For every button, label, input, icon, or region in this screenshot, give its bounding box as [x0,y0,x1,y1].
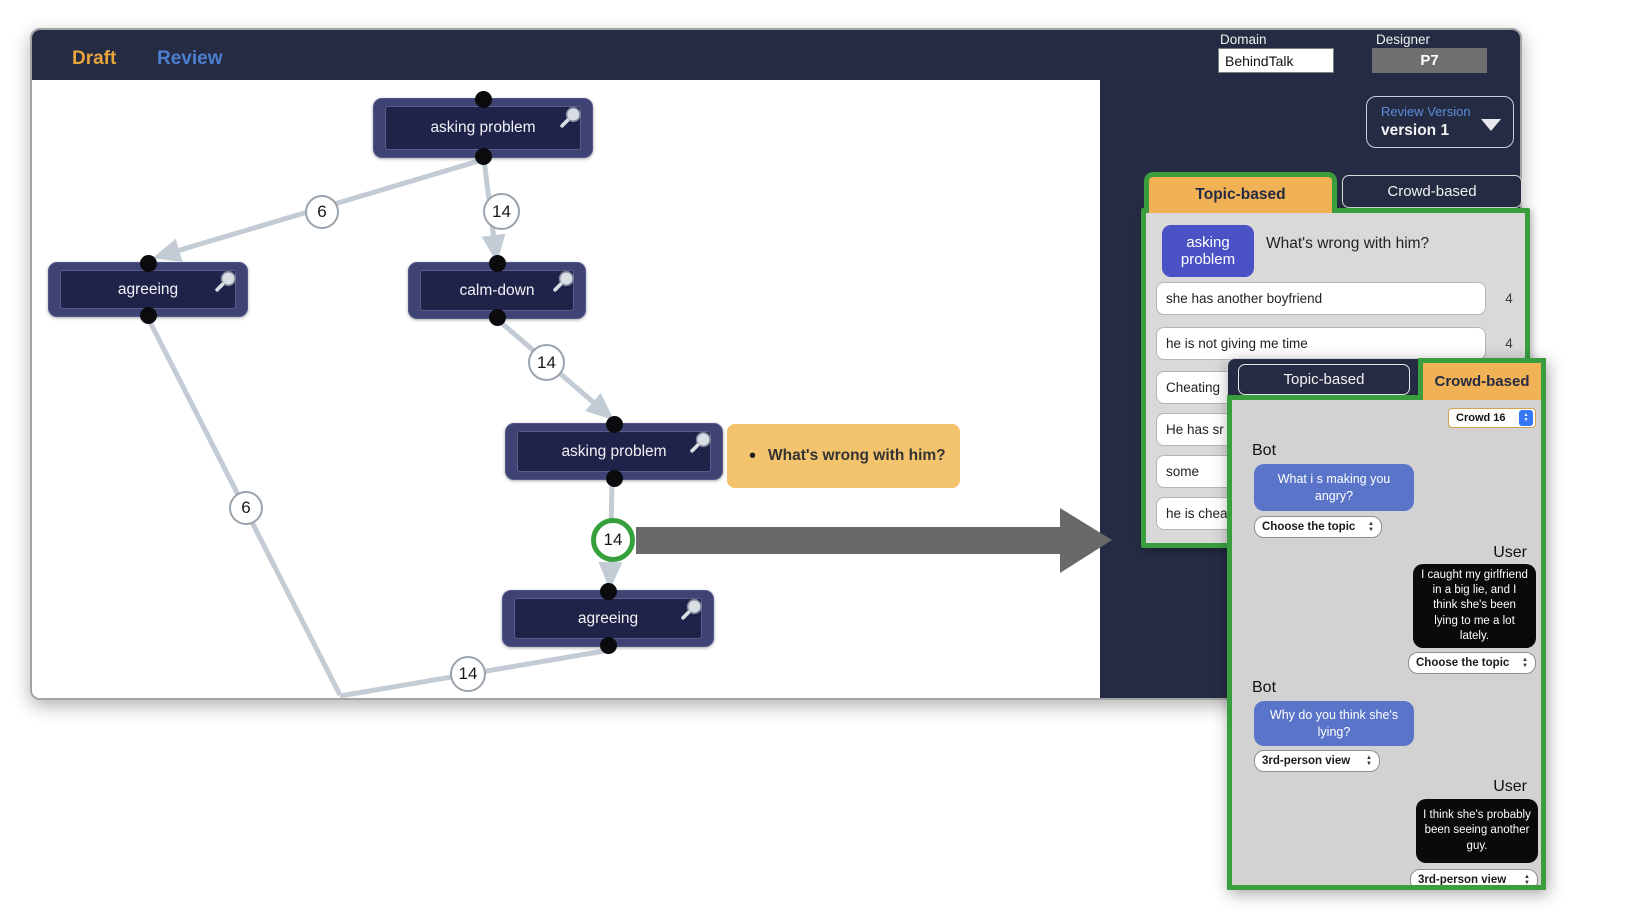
magnifier-icon[interactable] [550,269,577,296]
edge-count-label-selected[interactable]: 14 [591,518,635,562]
graph-node-asking-problem-1[interactable]: asking problem [373,91,593,165]
review-version-dropdown[interactable]: Review Version version 1 [1366,96,1514,148]
node-port-bottom[interactable] [139,307,157,324]
tab-draft[interactable]: Draft [72,48,117,69]
stepper-icon [1366,755,1372,767]
graph-node-agreeing-1[interactable]: agreeing [48,255,248,324]
edge-count-label[interactable]: 14 [483,193,520,230]
view-select-value: 3rd-person view [1418,874,1507,886]
node-body: asking problem [517,431,711,472]
edge-count-label[interactable]: 6 [305,195,339,229]
user-message: I caught my girlfriend in a big lie, and… [1413,564,1536,648]
intent-chip[interactable]: asking problem [1162,225,1254,277]
node-body: asking problem [385,106,581,150]
tab-review[interactable]: Review [157,48,223,69]
user-message: I think she's probably been seeing anoth… [1416,799,1538,863]
answer-row[interactable]: she has another boyfriend [1156,282,1486,315]
graph-node-calm-down[interactable]: calm-down [408,255,586,326]
edge-count-label[interactable]: 6 [229,491,263,525]
node-port-top[interactable] [605,416,623,433]
crowd-panel-body: Crowd 16 Bot What i s making you angry? … [1227,395,1546,890]
bullet-icon [749,445,768,468]
node-label: agreeing [577,609,639,627]
tab-topic-based[interactable]: Topic-based [1144,172,1337,213]
node-body: agreeing [60,270,236,309]
stepper-icon [1522,657,1528,669]
stepper-icon [1524,874,1530,885]
magnifier-icon[interactable] [557,105,584,132]
role-label-user: User [1493,544,1527,561]
node-label: agreeing [117,280,179,298]
tooltip-text: What's wrong with him? [768,447,946,464]
answer-count: 4 [1505,291,1513,306]
magnifier-icon[interactable] [212,269,239,296]
magnifier-icon[interactable] [687,430,714,457]
review-version-value: version 1 [1381,122,1450,139]
node-label: asking problem [561,442,667,460]
role-label-bot: Bot [1252,442,1277,459]
designer-label: Designer [1376,32,1431,47]
tab-crowd-based[interactable]: Crowd-based [1342,175,1522,208]
node-port-top[interactable] [488,255,506,272]
domain-input[interactable] [1218,48,1334,73]
utterance-tooltip: What's wrong with him? [727,424,960,488]
topic-select-value: Choose the topic [1416,657,1510,669]
node-port-top[interactable] [139,255,157,272]
graph-node-agreeing-2[interactable]: agreeing [502,583,714,654]
bot-message: What i s making you angry? [1254,464,1414,511]
crowd-select[interactable]: Crowd 16 [1448,408,1536,428]
top-nav: Draft Review Domain Designer P7 [32,30,1520,80]
tab-topic-based[interactable]: Topic-based [1238,364,1410,395]
edge-count-label[interactable]: 14 [450,656,486,692]
crowd-based-panel: Topic-based Crowd-based Crowd 16 Bot Wha… [1227,358,1546,890]
answer-count: 4 [1505,336,1513,351]
node-port-top[interactable] [599,583,617,600]
bot-message: Why do you think she's lying? [1254,701,1414,746]
stepper-icon [1368,521,1374,533]
designer-value: P7 [1372,48,1487,73]
node-body: calm-down [420,270,574,311]
node-body: agreeing [514,598,702,639]
topic-select[interactable]: Choose the topic [1254,516,1382,538]
node-port-top[interactable] [474,91,492,108]
topic-select-value: Choose the topic [1262,521,1356,533]
crowd-select-value: Crowd 16 [1456,412,1506,424]
view-select[interactable]: 3rd-person view [1254,750,1380,772]
role-label-user: User [1493,778,1527,795]
question-text: What's wrong with him? [1266,235,1430,252]
node-label: asking problem [430,119,536,136]
node-port-bottom[interactable] [599,637,617,654]
view-select-value: 3rd-person view [1262,755,1351,767]
node-label: calm-down [459,281,535,299]
topic-select[interactable]: Choose the topic [1408,652,1536,674]
graph-node-asking-problem-2[interactable]: asking problem [505,416,723,487]
domain-label: Domain [1220,32,1267,47]
stepper-icon [1519,410,1533,426]
node-port-bottom[interactable] [605,470,623,487]
review-version-label: Review Version [1381,104,1471,119]
tab-crowd-based[interactable]: Crowd-based [1418,358,1546,400]
answer-row[interactable]: he is not giving me time [1156,327,1486,360]
node-port-bottom[interactable] [474,148,492,165]
magnifier-icon[interactable] [678,597,705,624]
node-port-bottom[interactable] [488,309,506,326]
role-label-bot: Bot [1252,679,1277,696]
chevron-down-icon[interactable] [1481,119,1501,131]
view-select[interactable]: 3rd-person view [1410,869,1538,886]
edge-count-label[interactable]: 14 [528,344,565,381]
